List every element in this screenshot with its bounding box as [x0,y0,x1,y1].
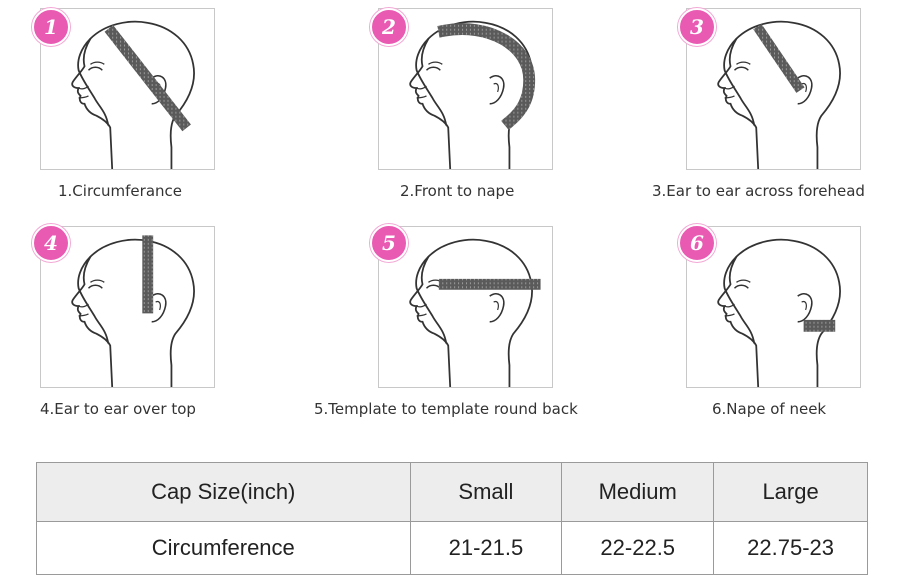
step-badge-2: 2 [370,8,408,46]
step-panel-3 [686,8,861,170]
step-badge-6: 6 [678,224,716,262]
step-caption-1: 1.Circumferance [58,182,183,200]
step-panel-4 [40,226,215,388]
step-panel-1 [40,8,215,170]
measuring-tape [753,23,805,93]
row-label: Circumference [36,521,411,575]
cap-size-table: Cap Size(inch) Small Medium Large Circum… [36,462,868,575]
step-caption-3: 3.Ear to ear across forehead [652,182,865,200]
header-medium: Medium [561,462,715,522]
cell-small: 21-21.5 [409,521,563,575]
head-illustration [409,238,541,387]
head-illustration [71,20,195,169]
step-panel-5 [378,226,553,388]
step-caption-4: 4.Ear to ear over top [40,400,196,418]
header-cap-size: Cap Size(inch) [36,462,411,522]
step-panel-2 [378,8,553,170]
header-large: Large [713,462,868,522]
head-illustration [409,20,536,169]
step-badge-5: 5 [370,224,408,262]
step-caption-2: 2.Front to nape [400,182,515,200]
head-illustration [71,235,195,387]
cell-medium: 22-22.5 [561,521,715,575]
step-panel-6 [686,226,861,388]
step-badge-4: 4 [32,224,70,262]
head-illustration [717,238,841,387]
step-badge-3: 3 [678,8,716,46]
measuring-tape [104,25,191,132]
head-illustration [717,20,841,169]
step-badge-1: 1 [32,8,70,46]
measuring-tape [437,23,536,130]
step-caption-5: 5.Template to template round back [314,400,578,418]
table-header-row: Cap Size(inch) Small Medium Large [36,462,868,522]
header-small: Small [409,462,563,522]
step-caption-6: 6.Nape of neek [712,400,827,418]
table-row: Circumference 21-21.5 22-22.5 22.75-23 [36,521,868,575]
cell-large: 22.75-23 [713,521,868,575]
